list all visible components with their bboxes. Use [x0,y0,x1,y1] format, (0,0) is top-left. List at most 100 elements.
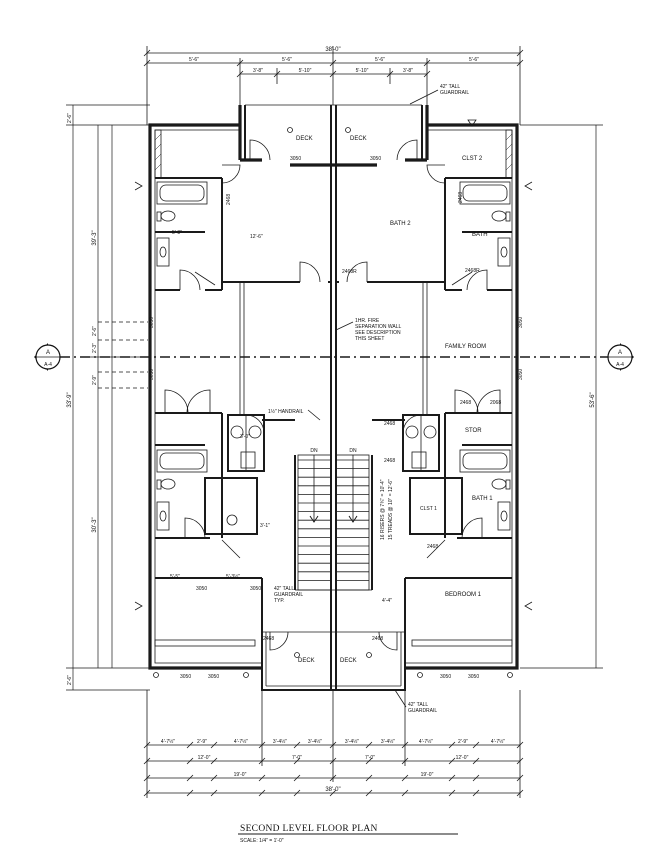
dimension-tick [401,757,409,765]
guardrail-top-note: 42" TALL GUARDRAIL [409,84,469,105]
svg-text:2068: 2068 [490,400,501,406]
interior-walls-right [336,177,512,632]
svg-text:42" TALL: 42" TALL [440,84,460,90]
dimension-tick [143,757,151,765]
svg-text:3050: 3050 [518,317,524,328]
svg-text:3'-4½": 3'-4½" [273,738,287,745]
svg-text:GUARDRAIL: GUARDRAIL [274,592,303,598]
dim-top-b: 5'-6" [282,57,292,63]
svg-text:2'-9": 2'-9" [458,739,468,745]
svg-text:30'-3": 30'-3" [92,517,98,532]
svg-text:12'-0": 12'-0" [198,755,211,761]
dimension-tick [293,757,301,765]
svg-text:12'-0": 12'-0" [456,755,469,761]
svg-text:2'-6": 2'-6" [67,113,73,123]
room-deck-bottom-right: DECK [340,658,357,664]
room-deck-top-right: DECK [350,136,367,142]
svg-text:3050: 3050 [149,369,155,380]
dimension-tick [293,789,301,797]
svg-text:2'-9": 2'-9" [197,739,207,745]
svg-text:1HR. FIRE: 1HR. FIRE [355,318,380,324]
dimension-tick [143,741,151,749]
dimension-tick [516,774,524,782]
stair-treads-note: 15 TREADS @ 10" = 12'-6" [388,479,394,540]
dim-top-h: 3'-8" [403,68,413,74]
svg-text:33'-9": 33'-9" [67,392,73,407]
stairs: DN DN 16 RISERS @ 7¾" = 10'-4" 15 TREADS… [262,448,405,633]
dimension-tick [258,757,266,765]
dimension-tick [472,757,480,765]
room-deck-bottom-left: DECK [298,658,315,664]
small-tags: 3050 3050 12'-6" 5'-8" 3'-1" 5'-5" 5'-3½… [149,156,524,680]
svg-text:2'-9": 2'-9" [92,375,98,385]
bottom-dimensions: 4'-7½" 2'-9" 4'-7½" 3'-4½" 3'-4½" 3'-4½"… [143,690,524,798]
svg-text:2'-6": 2'-6" [67,675,73,685]
svg-text:3050: 3050 [468,674,479,680]
dimension-tick [365,757,373,765]
svg-text:5'-5": 5'-5" [170,574,180,580]
svg-text:A: A [618,350,622,356]
dimension-tick [329,757,337,765]
stair-dn-left: DN [310,448,318,454]
room-bath1: BATH 1 [472,496,493,502]
svg-text:3'-0": 3'-0" [240,434,250,440]
svg-text:38'-0": 38'-0" [325,787,340,793]
svg-text:GUARDRAIL: GUARDRAIL [408,708,437,714]
dimension-tick [448,741,456,749]
drawing-title: SECOND LEVEL FLOOR PLAN [240,824,378,834]
dimension-tick [258,789,266,797]
svg-text:2468: 2468 [458,192,464,203]
dimension-tick [186,757,194,765]
svg-text:3050: 3050 [208,674,219,680]
room-bath: BATH [472,232,488,238]
dim-top-d: 5'-6" [469,57,479,63]
svg-text:42" TALL: 42" TALL [408,702,428,708]
left-dimensions: 2'-6" 39'-3" 33'-9" 30'-3" 2'-6" 2'-3" 2… [66,104,150,691]
svg-text:GUARDRAIL: GUARDRAIL [440,90,469,96]
section-marker-right: A A-4 [607,343,634,371]
svg-text:A-4: A-4 [616,362,624,368]
hatched-chases [154,129,513,647]
room-bath2: BATH 2 [390,221,411,227]
dimension-tick [516,789,524,797]
svg-text:7'-0": 7'-0" [292,755,302,761]
stair-dn-right: DN [349,448,357,454]
svg-text:2468R: 2468R [342,269,357,275]
dimension-tick [186,774,194,782]
svg-text:12'-6": 12'-6" [250,234,263,240]
dimension-tick [293,741,301,749]
svg-text:3050: 3050 [250,586,261,592]
interior-walls-left [155,177,373,632]
dimension-tick [329,741,337,749]
dimension-tick [516,741,524,749]
dimension-tick [472,789,480,797]
svg-text:5'-3½": 5'-3½" [226,573,240,580]
dimension-tick [210,774,218,782]
dim-top-f: 5'-10" [299,68,312,74]
svg-text:A: A [46,350,50,356]
dimension-tick [143,774,151,782]
section-marker-left: A A-4 [34,343,61,371]
svg-text:3050: 3050 [370,156,381,162]
exterior-walls [148,104,519,691]
room-family: FAMILY ROOM [445,344,486,350]
dimension-tick [329,774,337,782]
svg-text:2468: 2468 [460,400,471,406]
dimension-tick [258,741,266,749]
svg-text:19'-0": 19'-0" [421,772,434,778]
drawing-scale: SCALE: 1/4" = 1'-0" [240,838,284,844]
light-fixture-icons [134,119,533,678]
room-bedroom1: BEDROOM 1 [445,592,482,598]
dimension-tick [472,741,480,749]
svg-text:3050: 3050 [149,317,155,328]
svg-text:THIS SHEET: THIS SHEET [355,336,384,342]
room-clst1: CLST 1 [420,506,437,512]
svg-text:4'-7½": 4'-7½" [491,738,505,745]
svg-text:3'-4½": 3'-4½" [345,738,359,745]
door-swings [164,139,501,651]
svg-text:3050: 3050 [290,156,301,162]
svg-text:4'-7½": 4'-7½" [234,738,248,745]
dimension-tick [472,774,480,782]
svg-text:3050: 3050 [518,369,524,380]
